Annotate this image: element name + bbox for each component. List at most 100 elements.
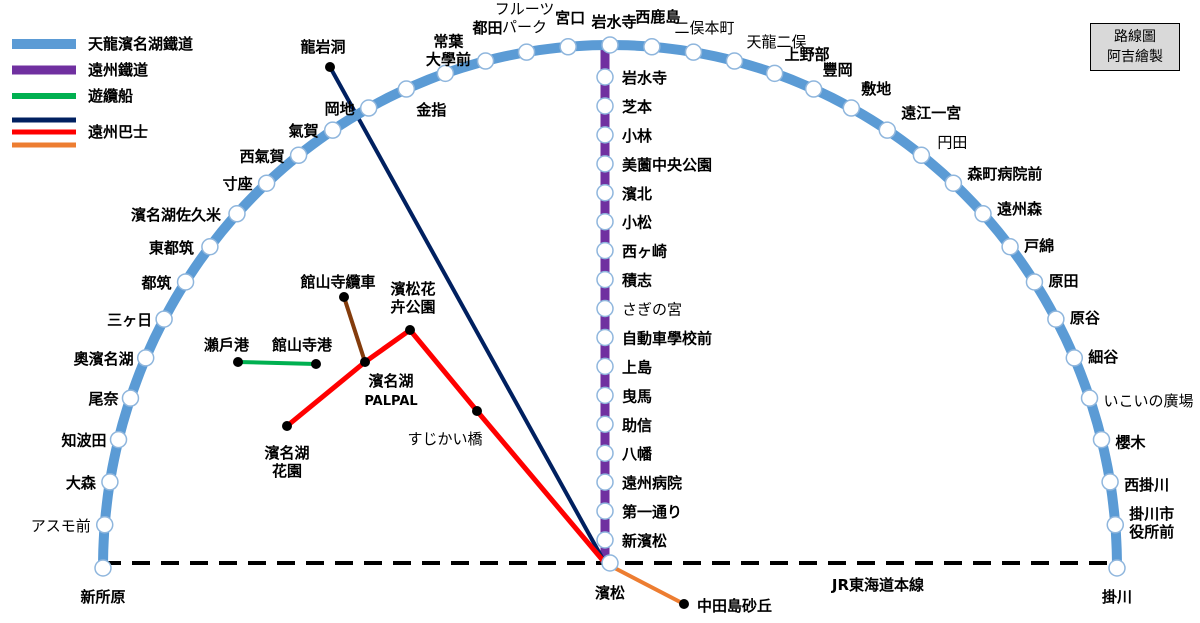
tenryu-station-label-line: 都筑 [141, 274, 172, 292]
sujikai-label: すじかい橋 [407, 430, 482, 448]
tenryu-station-label-line: 寸座 [223, 175, 253, 193]
enshu-station-label: 第一通り [622, 503, 682, 521]
tenryu-station-label-line: 西掛川 [1124, 476, 1169, 494]
nakatajima-stop-dot [679, 599, 689, 609]
tenryu-station-label: 遠州森 [997, 200, 1043, 218]
hanazono-label-line: 濱名湖 [264, 444, 309, 462]
enshu-station-dot [596, 270, 614, 289]
tenryu-station-dot [289, 146, 308, 165]
legend-boat-label: 遊纜船 [88, 87, 133, 105]
tenryu-station-label-line: 金指 [415, 101, 446, 119]
tenryu-station-dot [684, 43, 703, 61]
tenryu-station-label-line: フルーツ [495, 0, 555, 18]
tenryu-station-label: 都田 [472, 19, 503, 37]
ryugashido-stop-dot [325, 62, 335, 72]
hanazono-label: 濱名湖花園 [264, 444, 309, 480]
tenryu-station-dot [944, 174, 963, 192]
tenryu-station-label-line: 大學前 [426, 50, 471, 68]
enshu-station-dot [596, 212, 614, 231]
enshu-station-dot [596, 299, 614, 318]
enshu-station-label: 西ヶ崎 [622, 243, 667, 261]
tenryu-station-label: 尾奈 [88, 390, 119, 408]
jr-line-label: JR東海道本線 [831, 576, 924, 594]
tenryu-station-label-line: 東都筑 [149, 239, 194, 257]
tenryu-station-label-line: 二俣本町 [674, 19, 734, 37]
tenryu-station-label-line: 新所原 [80, 588, 125, 606]
tenryu-station-label-line: 天龍二俣 [746, 33, 806, 51]
sujikai-stop-dot [472, 406, 482, 416]
tenryu-station-label-line: 奧濱名湖 [74, 350, 134, 368]
ryugashido-label: 龍岩洞 [300, 38, 345, 56]
enshu-station-label: 自動車學校前 [622, 329, 712, 347]
tenryu-station-label: フルーツパーク [495, 0, 555, 36]
tenryu-station-label-line: アスモ前 [31, 517, 91, 535]
tenryu-station-label: 宮口 [555, 9, 585, 27]
tenryu-station-label: 掛川市役所前 [1129, 505, 1174, 541]
tenryu-station-label: 西鹿島 [635, 8, 680, 26]
enshu-station-dot [596, 155, 614, 173]
flower-park-label-line: 濱松花 [390, 280, 435, 298]
bus-ryugashido-line [328, 66, 607, 564]
tenryu-station-label: 西氣賀 [240, 147, 285, 165]
tenryu-station-label-line: 遠州森 [997, 200, 1043, 218]
tenryu-station-label-line: パーク [502, 18, 547, 36]
tenryu-station-dot [155, 310, 173, 328]
tenryu-station-label: 新所原 [80, 588, 125, 606]
tenryu-station-label-line: 常葉 [433, 32, 464, 50]
tenryu-station-label: 濱名湖佐久米 [131, 206, 222, 224]
enshu-station-label: 曳馬 [622, 387, 652, 405]
tenryu-station-label: 岡地 [325, 100, 355, 118]
tenryu-station-label: 敷地 [861, 80, 891, 98]
enshu-station-label: 遠州病院 [622, 474, 682, 492]
tenryu-station-dot [1047, 310, 1065, 328]
tenryu-station-label: いこいの廣場 [1104, 392, 1194, 410]
tenryu-station-dot [121, 389, 140, 407]
enshu-station-dot [596, 386, 614, 405]
boat-line [237, 360, 317, 366]
tenryu-station-dot [804, 80, 823, 98]
tenryu-station-label: 知波田 [61, 432, 106, 450]
setoko-stop-dot [233, 357, 243, 367]
palpal-label-sub: PALPAL [364, 394, 417, 409]
tenryu-station-dot [643, 38, 661, 56]
enshu-station-label: 上島 [622, 358, 652, 376]
ropeway-stop-dot [339, 292, 349, 302]
tenryu-station-dot [1001, 238, 1019, 256]
tenryu-station-label: 三ヶ日 [107, 311, 152, 329]
tenryu-station-label: 大森 [66, 474, 97, 492]
tenryu-station-dot [1108, 559, 1126, 577]
tenryu-station-dot [1080, 389, 1099, 407]
enshu-station-dot [596, 415, 614, 433]
tenryu-station-dot [974, 205, 992, 223]
tenryu-station-label: 遠江一宮 [901, 104, 961, 122]
tenryu-station-label: 櫻木 [1114, 434, 1146, 452]
tenryu-station-dot [1025, 273, 1044, 291]
tenryu-station-dot [1065, 349, 1084, 367]
enshu-station-dot [596, 184, 614, 202]
tenryu-station-label-line: 原田 [1048, 272, 1078, 290]
tenryu-station-label-line: 森町病院前 [967, 165, 1042, 183]
tenryu-station-label: 東都筑 [149, 239, 194, 257]
tenryu-station-label-line: 三ヶ日 [107, 311, 152, 329]
flower-park-stop-dot [405, 325, 415, 335]
tenryu-station-dot [257, 174, 276, 192]
ropeway-line [342, 296, 367, 363]
tenryu-station-label: 天龍二俣 [746, 33, 806, 51]
tenryu-station-dot [517, 43, 536, 61]
tenryu-station-label-line: 知波田 [61, 432, 106, 450]
tenryu-station-label-line: 原谷 [1070, 309, 1101, 327]
tenryu-station-label-line: 掛川 [1102, 588, 1132, 606]
tenryu-station-label: 原谷 [1070, 309, 1101, 327]
tenryu-station-dot [109, 430, 128, 449]
enshu-station-label: 積志 [621, 272, 652, 290]
tenryu-station-dot [397, 80, 416, 98]
enshu-station-label: 小松 [622, 214, 652, 232]
tenryu-station-dot [95, 516, 114, 534]
enshu-station-dot [596, 97, 614, 115]
tenryu-station-label-line: 濱名湖佐久米 [131, 206, 222, 224]
kanzanjiko-stop-dot [311, 359, 321, 369]
tenryu-station-dot [436, 64, 455, 83]
tenryu-station-label-line: 宮口 [555, 9, 585, 27]
tenryu-station-label-line: 岡地 [325, 100, 355, 118]
